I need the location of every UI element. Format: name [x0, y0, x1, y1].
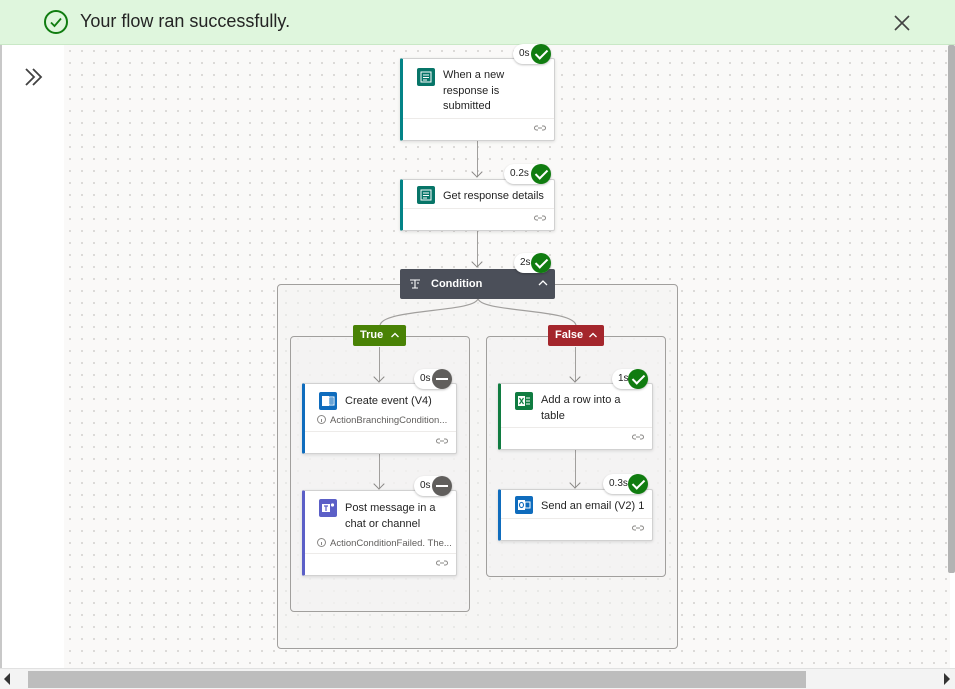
condition-header[interactable]: Condition — [400, 269, 555, 299]
success-check-icon — [628, 369, 648, 389]
link-icon — [534, 215, 546, 221]
link-icon — [632, 434, 644, 440]
vertical-scrollbar[interactable] — [948, 45, 955, 573]
link-icon — [632, 525, 644, 531]
duration-label: 0.2s — [510, 168, 529, 179]
skipped-icon — [432, 476, 452, 496]
link-icon — [436, 560, 448, 566]
create-event-card[interactable]: Create event (V4) ActionBranchingConditi… — [302, 383, 457, 454]
connector — [575, 347, 576, 381]
trigger-card[interactable]: When a new response is submitted — [400, 58, 555, 141]
scroll-left-icon[interactable] — [4, 673, 10, 685]
excel-icon — [515, 392, 533, 410]
status-badge: 1s — [612, 369, 648, 389]
status-badge: 0.3s — [603, 474, 648, 494]
connector — [477, 231, 478, 267]
chevron-up-icon[interactable] — [537, 277, 549, 289]
outlook-calendar-icon — [319, 392, 337, 410]
condition-title: Condition — [431, 278, 483, 290]
left-sidebar — [0, 45, 64, 668]
card-title: Get response details — [443, 190, 544, 202]
add-row-card[interactable]: Add a row into a table — [498, 383, 653, 450]
true-branch-tag[interactable]: True — [353, 325, 406, 346]
card-note: ActionBranchingCondition... — [317, 415, 455, 426]
card-title: Add a row into a table — [541, 394, 621, 422]
get-response-details-card[interactable]: Get response details — [400, 179, 555, 231]
connector — [379, 347, 380, 381]
forms-icon — [417, 68, 435, 86]
banner-message: Your flow ran successfully. — [80, 11, 291, 31]
duration-label: 0s — [420, 373, 431, 384]
status-badge: 0.2s — [504, 164, 551, 184]
scroll-right-icon[interactable] — [944, 673, 950, 685]
status-badge: 0s — [414, 369, 452, 389]
card-title: When a new response is submitted — [443, 69, 505, 112]
success-check-icon — [531, 164, 551, 184]
success-check-icon — [531, 253, 551, 273]
status-badge: 2s — [514, 253, 551, 273]
info-icon — [317, 538, 326, 547]
post-message-card[interactable]: Post message in a chat or channel Action… — [302, 490, 457, 576]
teams-icon — [319, 499, 337, 517]
horizontal-scrollbar-thumb[interactable] — [28, 671, 806, 688]
card-title: Post message in a chat or channel — [345, 502, 436, 530]
duration-label: 0.3s — [609, 478, 628, 489]
duration-label: 0s — [519, 48, 530, 59]
branch-label: False — [555, 329, 584, 341]
chevron-up-icon[interactable] — [588, 330, 598, 340]
branch-label: True — [360, 329, 384, 341]
duration-label: 1s — [618, 373, 629, 384]
outlook-icon — [515, 496, 533, 514]
info-icon — [317, 415, 326, 424]
status-badge: 0s — [513, 44, 551, 64]
duration-label: 2s — [520, 257, 531, 268]
false-branch-tag[interactable]: False — [548, 325, 604, 346]
card-title: Create event (V4) — [345, 395, 432, 407]
forms-icon — [417, 186, 435, 204]
close-icon[interactable] — [890, 11, 914, 35]
connector — [575, 433, 576, 487]
skipped-icon — [432, 369, 452, 389]
duration-label: 0s — [420, 480, 431, 491]
status-badge: 0s — [414, 476, 452, 496]
success-check-icon — [531, 44, 551, 64]
branch-connectors — [379, 298, 577, 327]
link-icon — [534, 125, 546, 131]
send-email-card[interactable]: Send an email (V2) 1 — [498, 489, 653, 541]
connector — [379, 454, 380, 488]
card-note: ActionConditionFailed. The... — [317, 538, 455, 549]
checkmark-circle-icon — [44, 10, 68, 34]
success-check-icon — [628, 474, 648, 494]
chevron-up-icon[interactable] — [390, 330, 400, 340]
link-icon — [436, 438, 448, 444]
condition-icon — [410, 279, 420, 289]
success-banner: Your flow ran successfully. — [0, 0, 955, 45]
connector — [477, 141, 478, 177]
double-chevron-right-icon[interactable] — [22, 65, 46, 89]
card-title: Send an email (V2) 1 — [541, 500, 645, 512]
